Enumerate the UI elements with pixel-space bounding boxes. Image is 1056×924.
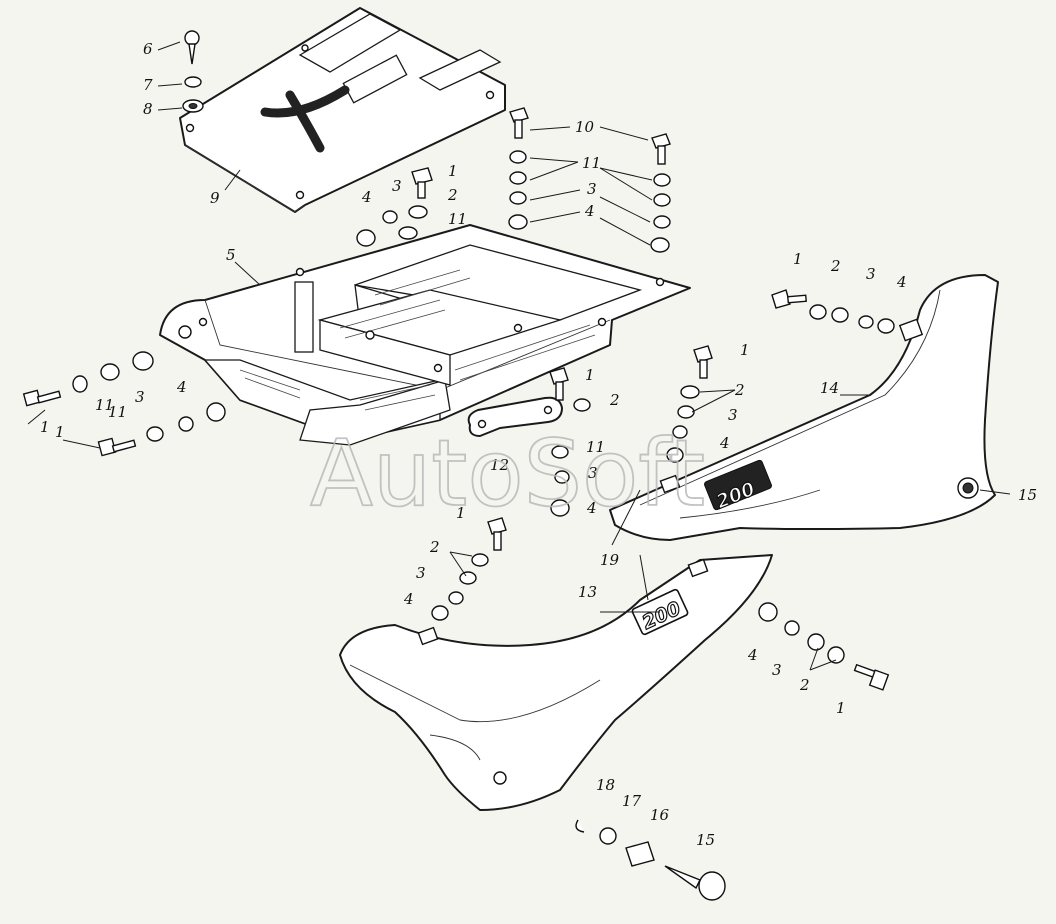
cover-plate-part-9 bbox=[179, 7, 506, 213]
callout-3-cover: 3 bbox=[392, 177, 402, 195]
callout-3-center: 3 bbox=[588, 464, 598, 482]
callout-4-top: 4 bbox=[584, 202, 595, 220]
callout-3-mid: 3 bbox=[728, 406, 738, 424]
callout-4-mid: 4 bbox=[719, 434, 730, 452]
callout-13: 13 bbox=[578, 583, 597, 601]
callout-2-lower-right: 2 bbox=[799, 676, 810, 694]
callout-3-lower: 3 bbox=[416, 564, 426, 582]
callout-2-lower: 2 bbox=[429, 538, 440, 556]
callout-3-top: 3 bbox=[587, 180, 597, 198]
callout-4-lower: 4 bbox=[403, 590, 414, 608]
callout-10: 10 bbox=[575, 118, 595, 136]
callout-1-mid: 1 bbox=[740, 341, 750, 359]
bolt-part-1-left-upper bbox=[22, 389, 62, 407]
callout-4-left: 4 bbox=[176, 378, 187, 396]
callout-11-cover: 11 bbox=[448, 210, 467, 228]
callout-14: 14 bbox=[820, 379, 839, 397]
callout-5: 5 bbox=[226, 246, 236, 264]
callout-2-mid: 2 bbox=[734, 381, 745, 399]
bolt-part-10-right bbox=[651, 133, 671, 165]
callout-1-lower: 1 bbox=[456, 504, 466, 522]
callout-2-right: 2 bbox=[830, 257, 841, 275]
hardware-fasteners bbox=[22, 30, 895, 901]
callout-1-lower-right: 1 bbox=[836, 699, 846, 717]
callout-12: 12 bbox=[490, 456, 509, 474]
callout-1-center: 1 bbox=[585, 366, 595, 384]
callout-6: 6 bbox=[143, 40, 153, 58]
callout-3-right: 3 bbox=[866, 265, 876, 283]
washer-part-7 bbox=[184, 76, 202, 88]
bolt-part-1-lower-right bbox=[853, 663, 890, 691]
callout-19: 19 bbox=[600, 551, 620, 569]
callout-4-cover: 4 bbox=[361, 188, 372, 206]
bolt-part-10-left bbox=[509, 107, 529, 139]
side-panel-part-14: 200 bbox=[609, 274, 999, 541]
bolt-part-1-left-lower bbox=[97, 437, 137, 457]
callout-1-left-b: 1 bbox=[55, 423, 65, 441]
callout-4-right: 4 bbox=[896, 273, 907, 291]
callout-15-bottom: 15 bbox=[696, 831, 715, 849]
callout-3-left: 3 bbox=[135, 388, 145, 406]
callout-4-center: 4 bbox=[586, 499, 597, 517]
washer-part-17 bbox=[599, 827, 617, 845]
callout-1-right: 1 bbox=[793, 250, 803, 268]
callout-11-left-b: 11 bbox=[108, 403, 127, 421]
callout-8: 8 bbox=[143, 100, 153, 118]
callout-16: 16 bbox=[650, 806, 670, 824]
callout-9: 9 bbox=[210, 189, 220, 207]
callout-2-cover: 2 bbox=[447, 186, 458, 204]
callout-11-left-a: 11 bbox=[95, 396, 114, 414]
watermark: AutoSoft bbox=[310, 420, 705, 527]
callout-18: 18 bbox=[596, 776, 615, 794]
callout-3-lower-right: 3 bbox=[772, 661, 782, 679]
screw-part-6 bbox=[184, 30, 200, 65]
clip-part-16 bbox=[625, 841, 655, 867]
side-panel-part-13: 200 bbox=[339, 554, 773, 811]
callout-11-center: 11 bbox=[586, 438, 605, 456]
callout-labels: 6 7 8 9 5 10 11 3 4 1 3 2 4 11 1 1 11 11… bbox=[40, 40, 1037, 849]
callout-15-right: 15 bbox=[1018, 486, 1037, 504]
callout-11-top: 11 bbox=[582, 154, 601, 172]
bracket-part-12 bbox=[467, 396, 563, 437]
callout-17: 17 bbox=[622, 792, 642, 810]
battery-tray-part-5 bbox=[159, 224, 691, 446]
leader-lines bbox=[27, 41, 1011, 671]
screw-part-15 bbox=[664, 865, 726, 901]
callout-1-left-a: 1 bbox=[40, 418, 50, 436]
callout-7: 7 bbox=[143, 76, 153, 94]
callout-1-cover: 1 bbox=[448, 162, 458, 180]
callout-4-lower-right: 4 bbox=[747, 646, 758, 664]
callout-2-center: 2 bbox=[609, 391, 620, 409]
